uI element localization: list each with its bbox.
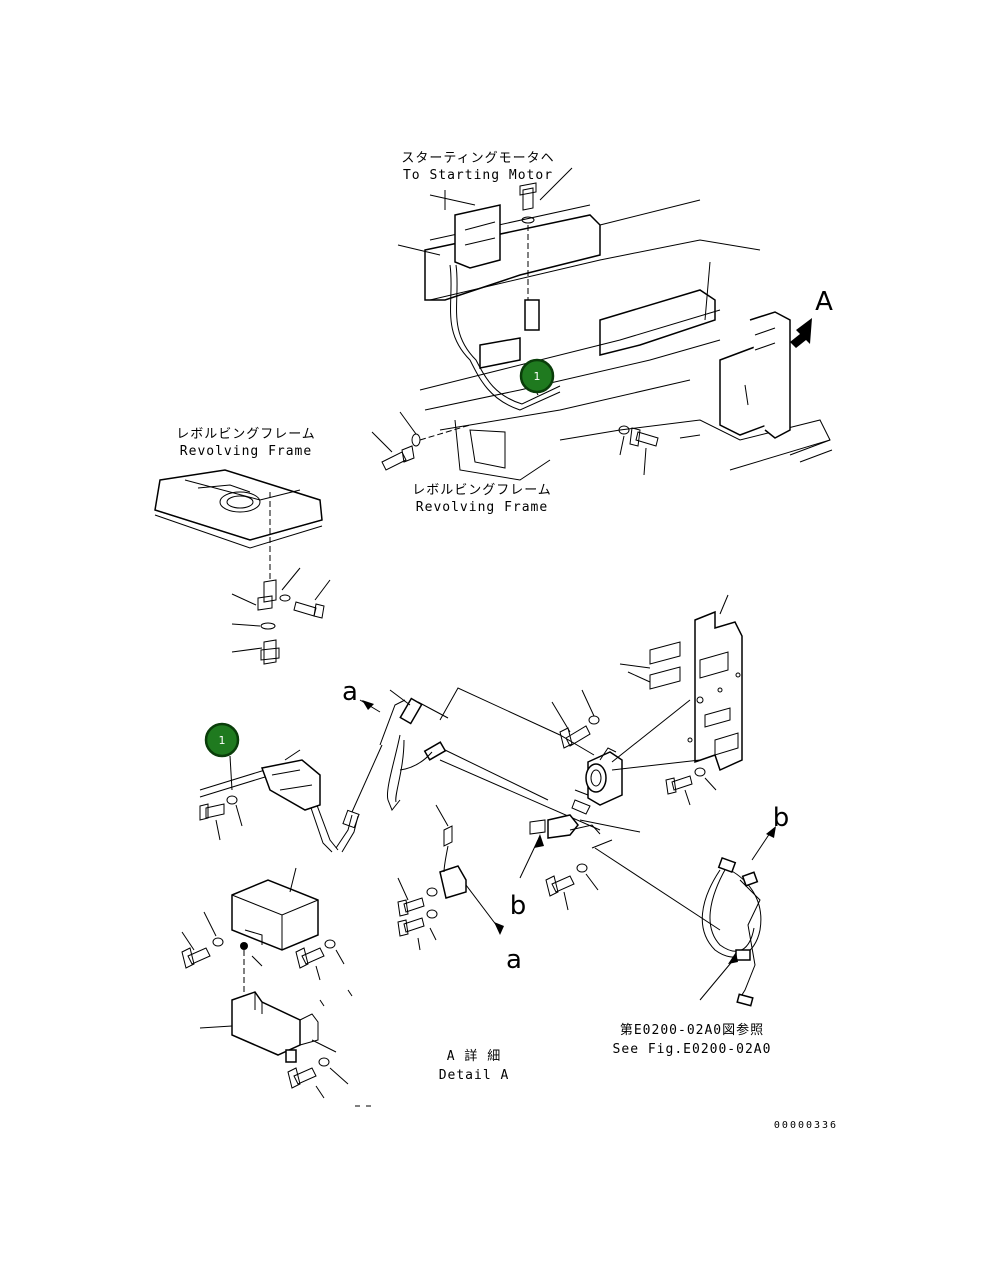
harness-assembly <box>359 687 601 831</box>
revolving-frame-jp-label-2: レボルビングフレーム <box>412 483 552 498</box>
mounting-plate <box>611 594 743 772</box>
revolving-frame-en-label-2: Revolving Frame <box>416 500 548 515</box>
see-fig-en-label: See Fig.E0200-02A0 <box>613 1042 772 1057</box>
starter-relay <box>571 747 623 815</box>
bolt-icon <box>381 433 421 471</box>
bolt-icon <box>618 425 659 447</box>
ref-a-label: a <box>342 677 358 707</box>
top-frame-assembly <box>371 167 833 481</box>
sensor-bracket <box>435 804 504 935</box>
detail-a-jp-label: A 詳 細 <box>447 1048 501 1064</box>
to-starting-motor-en-label: To Starting Motor <box>403 168 553 183</box>
bolt-icon <box>397 909 438 937</box>
revolving-frame-en-label: Revolving Frame <box>180 444 312 459</box>
bolt-icon <box>295 939 336 969</box>
bolt-icon <box>559 715 600 749</box>
ref-a-label-2: a <box>506 945 522 975</box>
bolt-icon <box>397 887 438 917</box>
bolt-icon <box>279 594 325 619</box>
bolt-icon <box>519 182 537 224</box>
connector-clamp <box>529 814 641 849</box>
view-a-marker: A <box>815 287 833 317</box>
see-fig-jp-label: 第E0200-02A0図参照 <box>620 1022 764 1038</box>
bolt-icon <box>287 1057 330 1089</box>
callout-number: 1 <box>219 734 226 747</box>
detail-a-en-label: Detail A <box>439 1068 510 1083</box>
bolt-icon <box>260 639 280 665</box>
callout-badge-1[interactable]: 1 <box>204 722 240 758</box>
ref-b-label: b <box>510 891 527 921</box>
bolt-icon <box>545 863 588 897</box>
bolt-icon <box>665 767 706 795</box>
cover-box-assembly <box>199 867 319 1063</box>
frame-corner-detail <box>154 469 331 665</box>
bolt-icon <box>199 795 238 821</box>
hose-bracket-assembly <box>199 744 383 853</box>
ref-b-label-2: b <box>773 803 790 833</box>
wire-harness <box>701 826 776 1007</box>
callout-number: 1 <box>534 370 541 383</box>
callout-badge-1[interactable]: 1 <box>519 358 555 394</box>
bolt-icon <box>181 937 224 969</box>
drawing-number: 00000336 <box>774 1120 838 1131</box>
revolving-frame-jp-label: レボルビングフレーム <box>176 427 316 442</box>
to-starting-motor-jp-label: スターティングモータヘ <box>401 151 554 166</box>
